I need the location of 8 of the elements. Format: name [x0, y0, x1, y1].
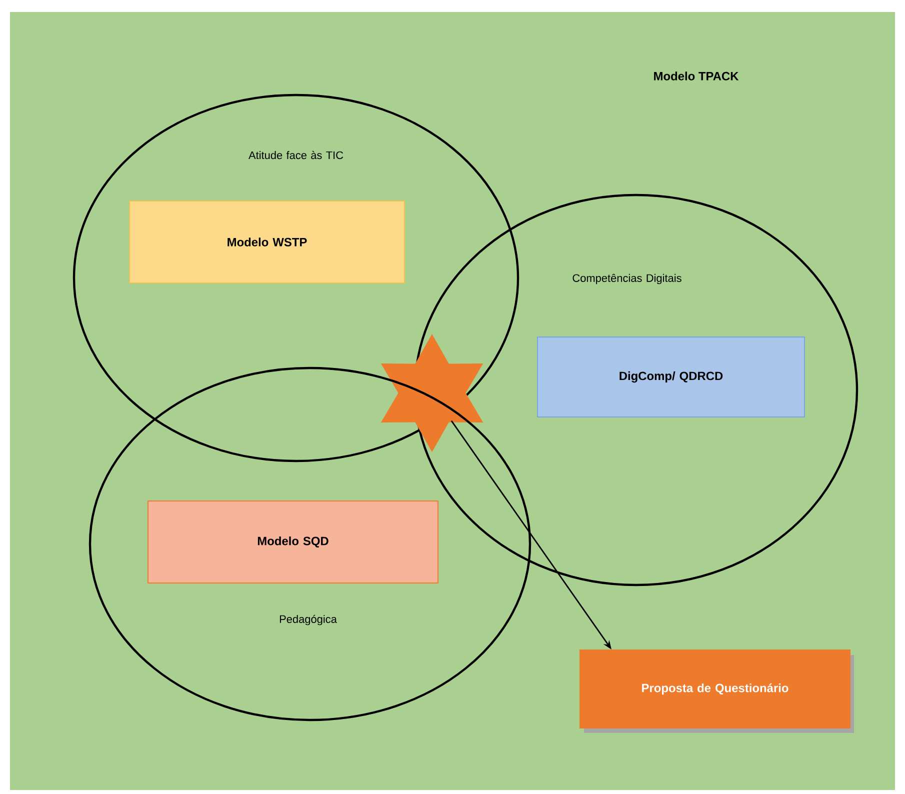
- box: Modelo SQD: [148, 500, 438, 584]
- circle-heading: Pedagógica: [280, 614, 337, 626]
- circle-heading: Atitude face às TIC: [248, 150, 344, 160]
- box: Modelo WSTP: [129, 200, 405, 284]
- box: Proposta de Questionário: [580, 650, 854, 733]
- circle-heading: Competências Digitais: [572, 274, 682, 284]
- title: Modelo TPACK: [654, 72, 739, 80]
- box: DigComp/ QDRCD: [537, 336, 805, 418]
